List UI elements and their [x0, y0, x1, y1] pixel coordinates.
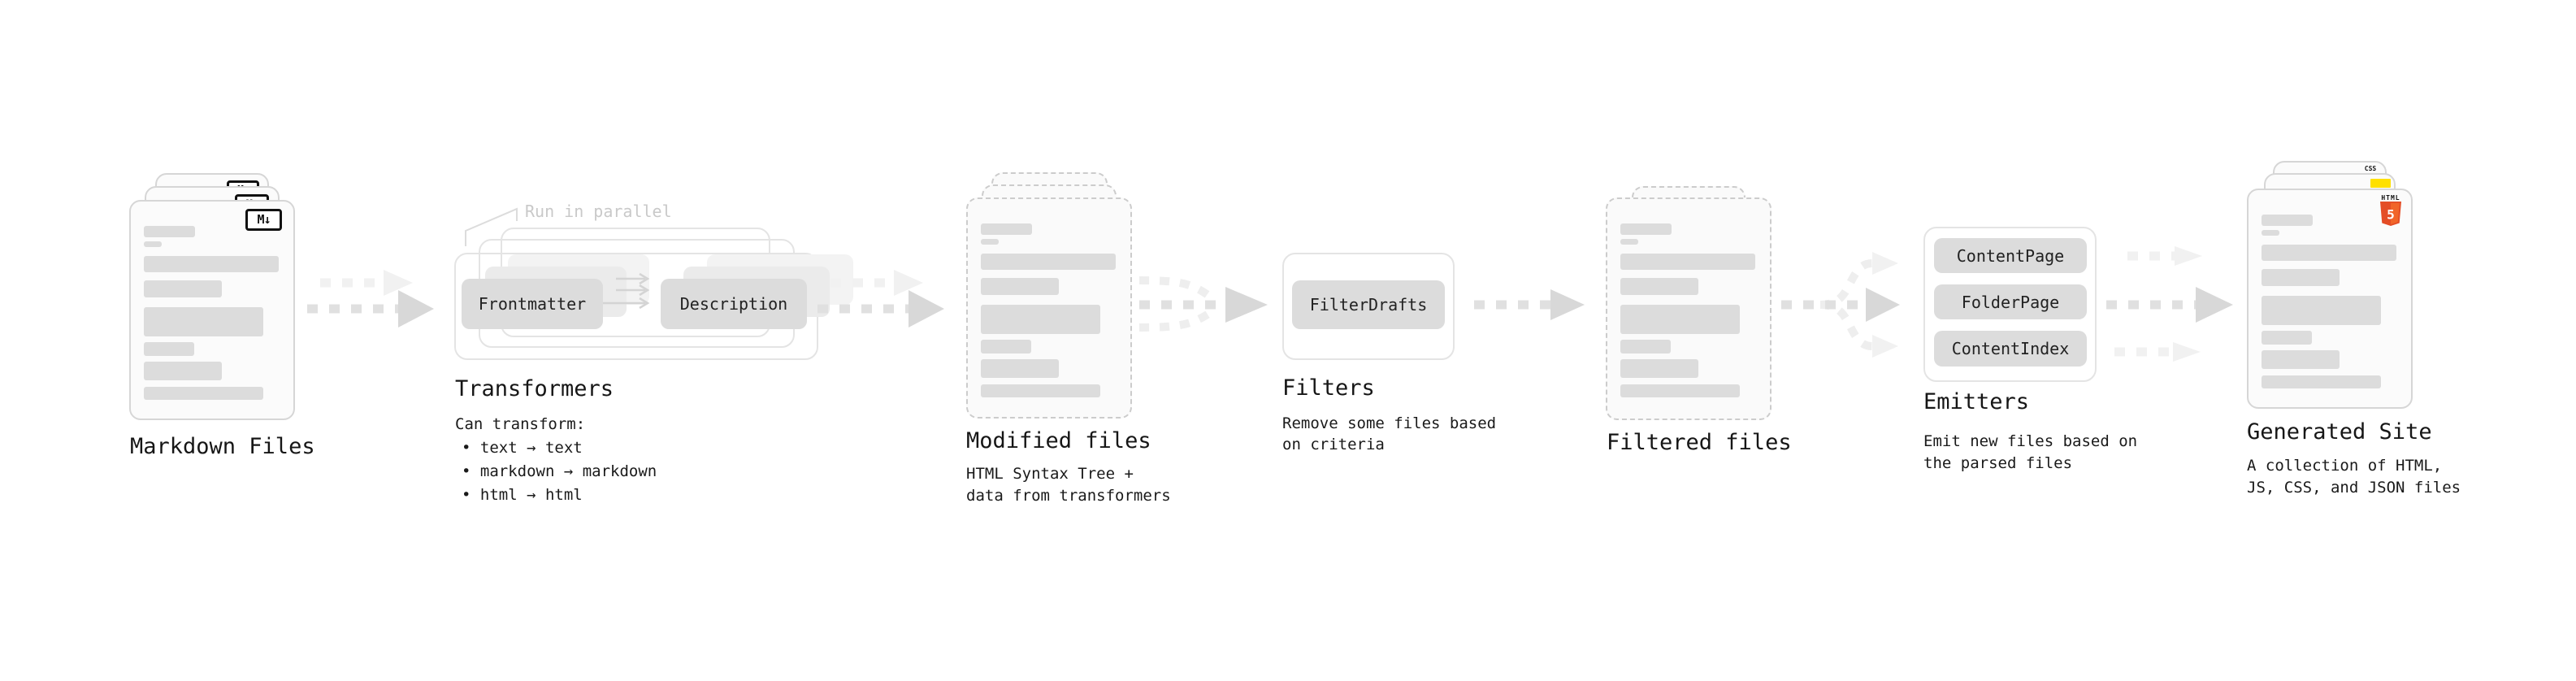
placeholder-text-bar	[144, 280, 222, 297]
transformer-description: Description	[661, 279, 807, 329]
placeholder-text-bar	[1620, 305, 1740, 334]
desc-line: on criteria	[1282, 436, 1385, 453]
dashed-arrow-icon	[1474, 289, 1585, 320]
html5-shield-icon: 5	[2380, 202, 2401, 226]
transformer-frontmatter: Frontmatter	[462, 279, 603, 329]
placeholder-text-bar	[1620, 278, 1698, 295]
placeholder-text-bar	[981, 254, 1116, 270]
dashed-arrow-icon	[817, 270, 944, 327]
triple-arrow-icon	[2106, 246, 2233, 362]
desc-line: Emit new files based on	[1923, 432, 2138, 450]
placeholder-text-bar	[2262, 215, 2313, 226]
emitter-contentpage: ContentPage	[1934, 238, 2087, 273]
placeholder-text-bar	[144, 226, 195, 237]
split-arrow-icon	[1781, 252, 1900, 358]
placeholder-text-bar	[981, 305, 1100, 334]
placeholder-text-bar	[981, 359, 1059, 378]
desc-line: HTML Syntax Tree +	[966, 465, 1134, 483]
desc-bullet: • markdown → markdown	[462, 462, 657, 480]
desc-bullet: • text → text	[462, 439, 583, 457]
transformers-description: Can transform: • text → text • markdown …	[455, 413, 657, 507]
pill-connector-arrows	[603, 272, 650, 310]
flow-arrow-filtered-to-emitters	[1781, 252, 1900, 358]
js-file-badge-icon	[2370, 179, 2391, 188]
flow-arrow-transformers-to-modified	[817, 270, 944, 327]
css-label: CSS	[2364, 165, 2377, 172]
placeholder-text-bar	[981, 278, 1059, 295]
html5-label: HTML	[2381, 194, 2400, 202]
placeholder-text-bar	[1620, 239, 1638, 245]
flow-arrow-markdown-to-transformers	[307, 270, 434, 327]
flow-arrow-filters-to-filtered	[1474, 289, 1585, 320]
placeholder-text-bar	[981, 340, 1031, 354]
desc-line: the parsed files	[1923, 454, 2073, 472]
desc-line: A collection of HTML,	[2247, 457, 2443, 475]
annotation-leader-line	[465, 207, 518, 246]
placeholder-text-bar	[144, 387, 263, 400]
flow-arrow-modified-to-filters	[1138, 276, 1268, 332]
emitters-description: Emit new files based on the parsed files	[1923, 431, 2137, 475]
placeholder-text-bar	[144, 342, 194, 356]
filtered-document-front	[1606, 197, 1772, 420]
modified-description: HTML Syntax Tree + data from transformer…	[966, 463, 1171, 507]
placeholder-text-bar	[2262, 245, 2396, 261]
node-title-filters: Filters	[1282, 375, 1375, 401]
placeholder-text-bar	[1620, 384, 1740, 397]
placeholder-text-bar	[2262, 350, 2340, 369]
placeholder-text-bar	[2262, 375, 2381, 388]
markdown-icon: M↓	[245, 209, 282, 231]
node-title-filtered-files: Filtered files	[1607, 430, 1792, 455]
node-title-markdown-files: Markdown Files	[130, 434, 315, 459]
node-title-modified-files: Modified files	[966, 428, 1151, 453]
placeholder-text-bar	[2262, 331, 2312, 345]
desc-bullet: • html → html	[462, 486, 583, 504]
emitter-contentindex: ContentIndex	[1934, 331, 2087, 367]
placeholder-text-bar	[2262, 296, 2381, 325]
small-arrow-icon	[603, 272, 650, 310]
placeholder-text-bar	[2262, 230, 2279, 236]
placeholder-text-bar	[1620, 359, 1698, 378]
document-content-bars	[144, 202, 280, 419]
node-title-generated-site: Generated Site	[2247, 419, 2432, 445]
placeholder-text-bar	[144, 241, 162, 247]
placeholder-text-bar	[981, 384, 1100, 397]
emitter-folderpage: FolderPage	[1934, 284, 2087, 319]
html5-logo-icon: HTML 5	[2380, 194, 2401, 226]
dashed-arrow-icon	[307, 270, 434, 327]
document-content-bars	[1620, 199, 1757, 419]
annotation-run-in-parallel: Run in parallel	[525, 202, 672, 221]
placeholder-text-bar	[981, 239, 999, 245]
document-content-bars	[2262, 190, 2398, 407]
document-content-bars	[981, 199, 1117, 417]
placeholder-text-bar	[2262, 269, 2340, 286]
placeholder-text-bar	[1620, 223, 1672, 235]
generated-description: A collection of HTML, JS, CSS, and JSON …	[2247, 455, 2461, 499]
markdown-document-front: M↓	[129, 200, 295, 420]
desc-heading: Can transform:	[455, 415, 586, 433]
flow-arrow-emitters-to-generated	[2106, 246, 2233, 362]
node-title-transformers: Transformers	[455, 376, 614, 401]
desc-line: data from transformers	[966, 487, 1171, 505]
emitters-box	[1923, 227, 2097, 382]
filters-description: Remove some files based on criteria	[1282, 413, 1496, 455]
placeholder-text-bar	[981, 223, 1032, 235]
filter-filterdrafts: FilterDrafts	[1292, 280, 1445, 329]
modified-document-front	[966, 197, 1132, 419]
node-title-emitters: Emitters	[1923, 389, 2030, 414]
generated-document-html: HTML 5	[2247, 189, 2413, 409]
placeholder-text-bar	[144, 362, 222, 380]
placeholder-text-bar	[144, 307, 263, 336]
desc-line: JS, CSS, and JSON files	[2247, 479, 2461, 497]
filters-box	[1282, 253, 1455, 360]
placeholder-text-bar	[1620, 340, 1671, 354]
svg-text:5: 5	[2387, 207, 2395, 223]
placeholder-text-bar	[144, 256, 279, 272]
merge-arrow-icon	[1138, 276, 1268, 332]
placeholder-text-bar	[1620, 254, 1755, 270]
desc-line: Remove some files based	[1282, 414, 1497, 432]
